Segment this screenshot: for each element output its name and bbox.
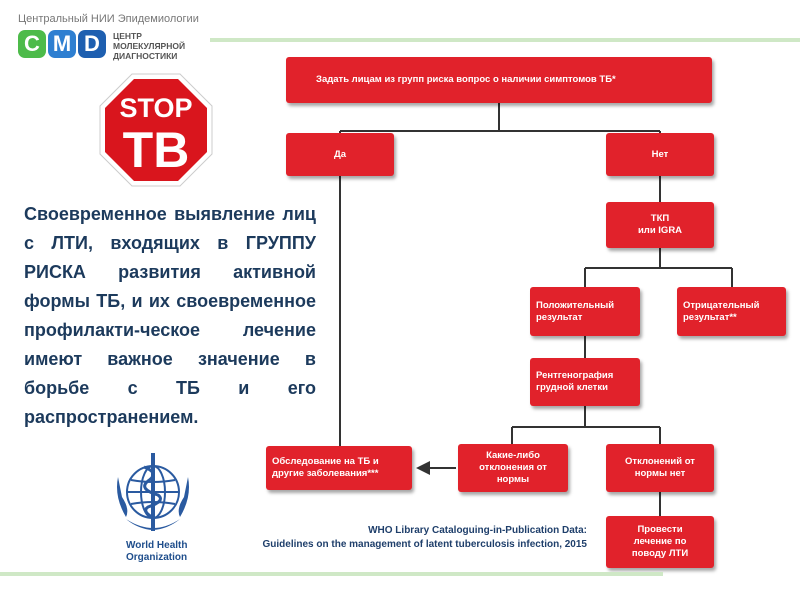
ltbi-treatment-box: Провести лечение по поводу ЛТИ <box>606 516 714 568</box>
description-text: Своевременное выявление лиц с ЛТИ, входя… <box>24 204 316 427</box>
ask-symptoms-box: Задать лицам из групп риска вопрос о нал… <box>286 57 712 103</box>
abnormalities-box: Какие-либо отклонения от нормы <box>458 444 568 492</box>
logo-letter-m: M <box>48 30 76 58</box>
yes-box: Да <box>286 133 394 176</box>
who-name: World Health Organization <box>126 540 188 563</box>
test-box: ТКП или IGRA <box>606 202 714 248</box>
arrow-head-icon <box>416 461 430 475</box>
stop-tb-sign: STOP TB <box>98 72 214 188</box>
institute-name: Центральный НИИ Эпидемиологии <box>18 13 199 25</box>
tb-examination-box: Обследование на ТБ и другие заболевания*… <box>266 446 412 490</box>
who-emblem-icon <box>108 447 198 537</box>
chest-xray-box: Рентгенография грудной клетки <box>530 358 640 406</box>
no-abnormalities-box: Отклонений от нормы нет <box>606 444 714 492</box>
citation: WHO Library Cataloguing-in-Publication D… <box>262 525 587 550</box>
cmd-logo: C M D <box>18 30 106 58</box>
no-box: Нет <box>606 133 714 176</box>
negative-result-box: Отрицательный результат** <box>677 287 786 336</box>
stop-text: STOP <box>119 93 192 123</box>
positive-result-box: Положительный результат <box>530 287 640 336</box>
logo-subtitle: ЦЕНТР МОЛЕКУЛЯРНОЙ ДИАГНОСТИКИ <box>113 31 186 61</box>
footer-divider <box>0 572 663 576</box>
logo-letter-c: C <box>18 30 46 58</box>
header-divider <box>210 38 800 42</box>
logo-letter-d: D <box>78 30 106 58</box>
tb-text: TB <box>123 122 190 178</box>
